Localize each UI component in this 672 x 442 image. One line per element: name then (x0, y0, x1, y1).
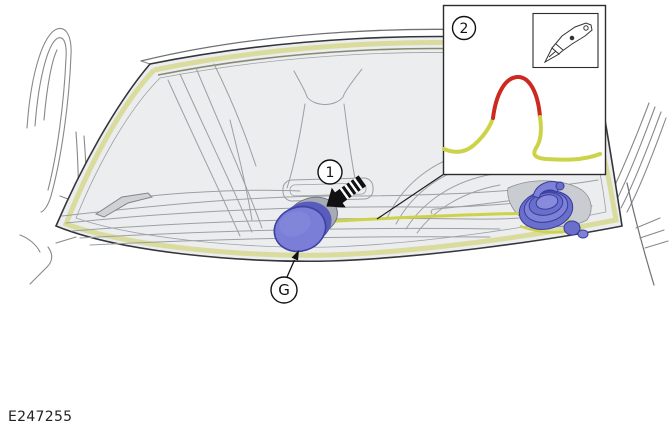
inset-leader-line (376, 173, 445, 220)
callout-2-bubble: 2 (451, 15, 477, 41)
winding-tool (518, 181, 589, 239)
winding-tool-knob (563, 220, 581, 236)
callout-arrow-icon (286, 259, 296, 278)
adhesive-bead (62, 40, 619, 258)
utility-knife-icon (532, 12, 599, 69)
inset-cord-red-loop (491, 75, 542, 120)
knife-hole (583, 25, 589, 31)
insertion-direction-arrow-icon (326, 175, 367, 208)
inset-cord-yellow-right (532, 115, 602, 162)
cutting-cord (317, 211, 584, 233)
callout-g-bubble: G (270, 250, 299, 304)
wiper-arm (94, 192, 153, 218)
callout-g-label: G (278, 281, 290, 299)
suction-cup (273, 196, 338, 253)
inset-cord-yellow-left (442, 116, 495, 154)
callout-1-label: 1 (326, 165, 335, 181)
winding-tool-crank (532, 181, 562, 199)
glass-inner-edge (75, 52, 607, 248)
callout-1-bubble: 1 (317, 159, 343, 185)
figure-id: E247255 (8, 409, 73, 425)
inset-panel: 2 (442, 4, 607, 176)
knife-slider (569, 35, 575, 41)
callout-2-label: 2 (460, 21, 469, 37)
